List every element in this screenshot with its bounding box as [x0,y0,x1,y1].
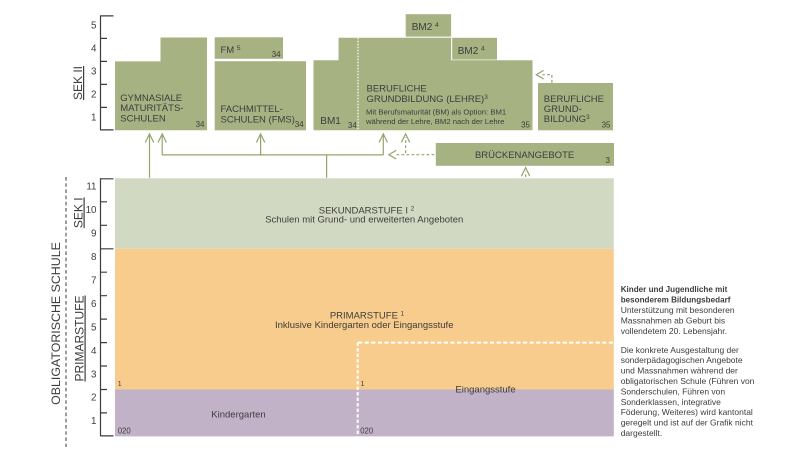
svg-text:während der Lehre, BM2 nach de: während der Lehre, BM2 nach der Lehre [365,117,504,126]
svg-text:10: 10 [86,205,97,216]
svg-text:3: 3 [606,156,611,165]
svg-text:7: 7 [91,276,96,287]
svg-text:PRIMARSTUFE: PRIMARSTUFE [73,295,87,381]
svg-text:Kinder und Jugendliche mit: Kinder und Jugendliche mit [621,285,728,294]
svg-text:Massnahmen ab Geburt bis: Massnahmen ab Geburt bis [621,315,725,325]
svg-text:3: 3 [91,67,97,78]
svg-text:SEK II: SEK II [71,66,85,100]
svg-text:SEK I: SEK I [72,197,86,228]
svg-text:34: 34 [196,120,205,129]
svg-text:Kindergarten: Kindergarten [211,410,265,421]
svg-text:SCHULEN: SCHULEN [120,114,166,125]
svg-text:MATURITÄTS-: MATURITÄTS- [120,103,183,114]
svg-text:FACHMITTEL-: FACHMITTEL- [221,104,283,115]
svg-text:3: 3 [91,369,97,380]
svg-text:Inklusive Kindergarten oder Ei: Inklusive Kindergarten oder Eingangsstuf… [275,320,454,331]
svg-text:2: 2 [91,90,96,101]
svg-text:BRÜCKENANGEBOTE: BRÜCKENANGEBOTE [475,150,574,161]
svg-text:Föderung, Weiteres) wird kanto: Föderung, Weiteres) wird kantontal [621,407,753,417]
svg-text:Die konkrete Ausgestaltung der: Die konkrete Ausgestaltung der [621,345,739,355]
svg-text:GRUNDBILDUNG (LEHRE)3: GRUNDBILDUNG (LEHRE)3 [367,94,489,105]
svg-text:34: 34 [295,120,304,129]
svg-text:5: 5 [91,21,97,32]
svg-text:dargestellt.: dargestellt. [621,428,663,438]
svg-text:Sonderklassen, integrative: Sonderklassen, integrative [621,397,721,407]
svg-text:35: 35 [602,121,611,130]
svg-text:FM 5: FM 5 [221,45,241,56]
svg-text:geregelt und ist auf der Grafi: geregelt und ist auf der Grafik nicht [621,418,754,428]
svg-text:BERUFLICHE: BERUFLICHE [544,94,604,105]
svg-text:vollendetem 20. Lebensjahr.: vollendetem 20. Lebensjahr. [621,326,727,336]
svg-text:34: 34 [272,50,281,59]
svg-text:1: 1 [91,113,96,124]
svg-text:Unterstützung mit besonderen: Unterstützung mit besonderen [621,305,735,315]
svg-text:BERUFLICHE: BERUFLICHE [367,84,427,95]
svg-text:1: 1 [91,416,96,427]
svg-text:020: 020 [118,426,132,435]
svg-text:35: 35 [521,121,530,130]
svg-text:11: 11 [86,182,96,193]
svg-text:9: 9 [91,229,96,240]
svg-text:1: 1 [361,381,365,388]
svg-text:4: 4 [91,44,97,55]
svg-text:5: 5 [91,322,97,333]
svg-text:Mit Berufsmaturität (BM) als O: Mit Berufsmaturität (BM) als Option: BM1 [366,107,506,116]
svg-text:SCHULEN (FMS): SCHULEN (FMS) [221,115,295,126]
svg-text:OBLIGATORISCHE SCHULE: OBLIGATORISCHE SCHULE [49,242,63,405]
svg-text:Eingangsstufe: Eingangsstufe [455,385,515,396]
svg-text:obligatorischen Schule (Führen: obligatorischen Schule (Führen von [621,376,755,386]
svg-text:020: 020 [360,426,374,435]
svg-text:Schulen mit Grund- und erweite: Schulen mit Grund- und erweiterten Angeb… [265,215,463,226]
svg-text:GRUND-: GRUND- [544,104,582,115]
svg-text:PRIMARSTUFE 1: PRIMARSTUFE 1 [330,311,405,322]
svg-text:SEKUNDARSTUFE I 2: SEKUNDARSTUFE I 2 [319,206,415,217]
svg-text:und Massnahmen während der: und Massnahmen während der [621,366,738,376]
svg-text:BM1: BM1 [320,116,341,127]
svg-text:4: 4 [91,346,97,357]
svg-text:GYMNASIALE: GYMNASIALE [120,93,182,104]
svg-text:BM2 4: BM2 4 [412,22,439,33]
svg-text:8: 8 [91,252,97,263]
svg-text:BM2 4: BM2 4 [458,46,485,57]
svg-text:besonderem Bildungsbedarf: besonderem Bildungsbedarf [621,296,731,305]
svg-text:34: 34 [348,121,357,130]
svg-text:2: 2 [91,393,96,404]
svg-text:6: 6 [91,299,97,310]
svg-text:1: 1 [118,381,122,388]
svg-text:sonderpädagogischen Angebote: sonderpädagogischen Angebote [621,355,743,365]
svg-text:Sonderschulen, Führen von: Sonderschulen, Führen von [621,386,726,396]
svg-text:BILDUNG3: BILDUNG3 [544,114,590,125]
